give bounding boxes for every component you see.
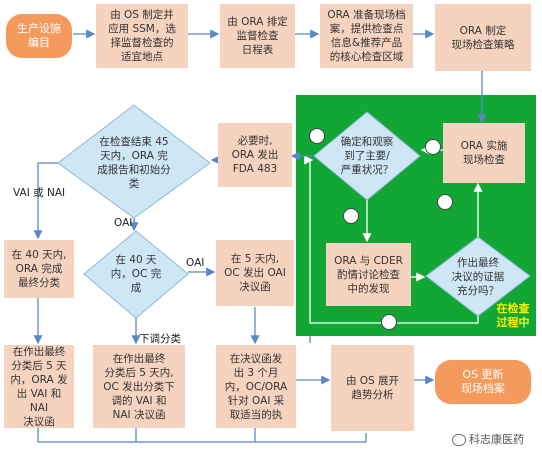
box-facility-catalog: 生产设施 编目: [6, 14, 72, 58]
arrow-vai-to-trend: [37, 428, 367, 443]
wechat-icon: [452, 434, 466, 446]
label-oai-2: OAI: [186, 257, 205, 269]
label-vai-nai: VAI 或 NAI: [13, 187, 66, 199]
box-oai-3-months: 在决议函发 出 3 个月 内，OC/ORA 针对 OAI 采 取适当的执: [216, 345, 296, 428]
diamond-oc40-text: 在 40 天 内，OC 完 成: [110, 254, 162, 294]
box-ora-cder: ORA 与 CDER 酌情讨论检查 中的发现: [326, 243, 411, 306]
arrow-d45-to-ora40: [33, 162, 58, 240]
yes-marker-3: [437, 194, 453, 210]
yes-marker-2: [343, 208, 359, 224]
arrow-evidence-no-loop: [304, 155, 479, 324]
box-ora-inspect: ORA 实施 现场检查: [443, 123, 525, 183]
box-os-update: OS 更新 现场档案: [435, 360, 531, 404]
box-os-trend: 由 OS 展开 趋势分析: [331, 345, 414, 431]
box-ora-vai-nai: 在作出最终 分类后 5 天 内，ORA 发 出 VAI 和 NAI 决议函: [4, 345, 74, 428]
box-ora-schedule: 由 ORA 排定 监督检查 日程表: [220, 4, 295, 68]
box-fda483: 必要时, ORA 发出 FDA 483: [218, 123, 292, 187]
no-marker-1: [425, 139, 441, 155]
yes-marker-1: [309, 128, 325, 144]
diamond-major-text: 确定和观察 到了主要/ 严重状况？: [340, 136, 394, 176]
box-oc-5-days-oai: 在 5 天内, OC 发出 OAI 决议函: [216, 240, 294, 306]
no-marker-2: [381, 314, 397, 330]
diamond-45-text: 在检查结束 45 天内，ORA 完 成报告和初始分 类: [97, 136, 171, 190]
box-oc-downgrade-letters: 在作出最终 分类后 5 天内, OC 发出分类下 调的 VAI 和 NAI 决议…: [93, 345, 185, 428]
watermark: 科志康医药: [452, 431, 524, 447]
label-oai-1: OAI: [114, 217, 133, 229]
label-in-progress: 在检查 过程中: [496, 302, 530, 329]
box-ora-strategy: ORA 制定 现场检查策略: [435, 4, 531, 71]
diamond-evidence-text: 作出最终 决议的证据 充分吗？: [451, 257, 505, 297]
box-os-ssm: 由 OS 制定并 应用 SSM，选 择监督检查的 适宜地点: [96, 4, 188, 68]
box-ora-40-days: 在 40 天内, ORA 完成 最终分类: [4, 240, 74, 298]
box-ora-prepare: ORA 准备现场档 案，提供检查点 信息&推荐产品 的核心检查区域: [320, 4, 413, 68]
label-downgrade: 下调分类: [139, 333, 181, 345]
